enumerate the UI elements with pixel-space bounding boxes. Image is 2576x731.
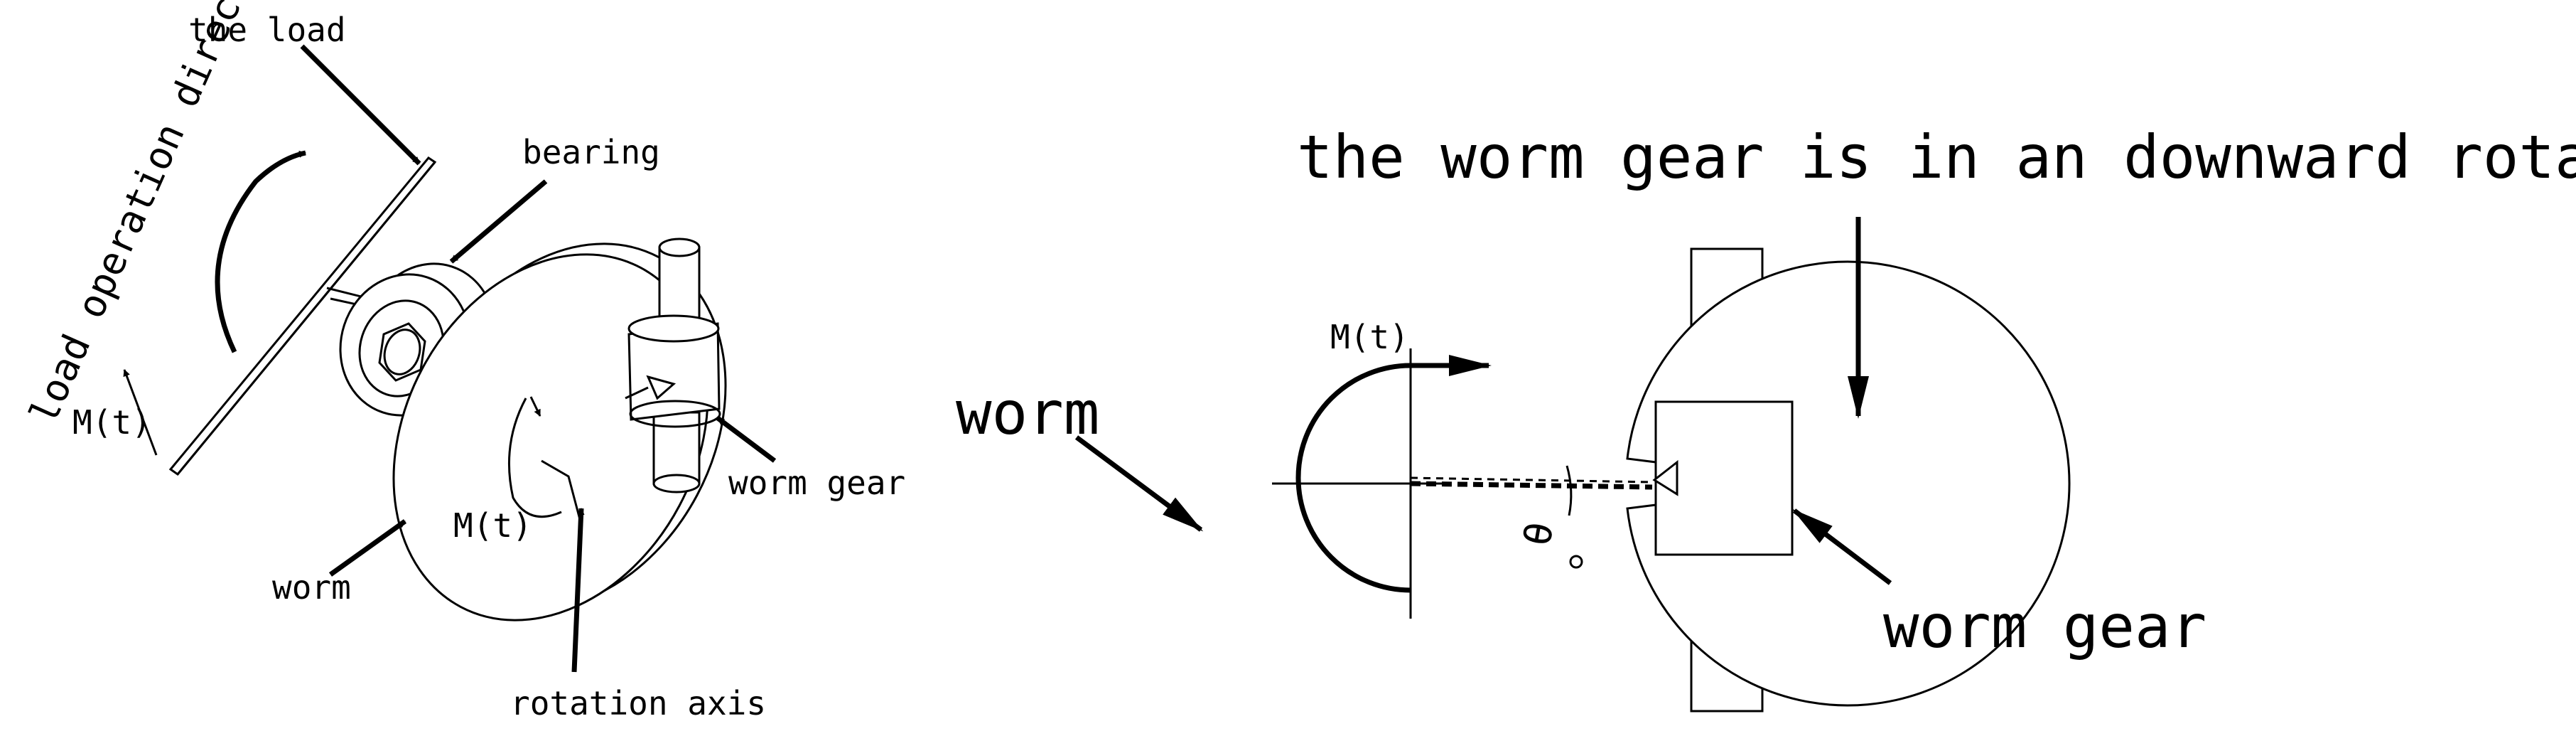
worm-gear-leader (716, 416, 777, 463)
label-title: the worm gear is in an downward rotation… (1297, 122, 2576, 192)
bearing (339, 262, 496, 417)
worm-circle (1626, 260, 2071, 707)
the-load-leader (300, 44, 421, 166)
label-worm-gear-right: worm gear (1883, 592, 2206, 661)
left-assembly: the load load operation direction bearin… (21, 0, 905, 722)
label-moment-worm: M(t) (453, 506, 532, 545)
rotation-axis-leader (571, 508, 585, 673)
label-moment-load: M(t) (72, 403, 151, 442)
label-rotation-axis: rotation axis (510, 684, 766, 722)
label-worm: worm (272, 568, 351, 607)
angle-arc (1565, 465, 1573, 516)
moment-arrow (1295, 355, 1492, 593)
label-the-load: the load (188, 11, 346, 49)
label-moment-right: M(t) (1330, 318, 1409, 356)
dashed-radius (1410, 481, 1653, 490)
label-bearing: bearing (522, 133, 660, 171)
worm-gear-leader-right (1791, 508, 1892, 585)
worm-disk (392, 242, 727, 621)
worm-gear-tooth (1652, 459, 1678, 496)
right-schematic: the worm gear is in an downward rotation… (956, 122, 2576, 713)
bearing-leader (449, 179, 548, 264)
label-load-direction: load operation direction (21, 0, 287, 430)
label-worm-gear: worm gear (728, 464, 905, 502)
load-moment-arrow (123, 369, 158, 456)
label-worm-right: worm (956, 378, 1099, 448)
worm-gear-3d (625, 238, 721, 493)
dashed-radius-2 (1410, 476, 1653, 484)
worm-leader (328, 519, 407, 577)
label-theta: θ (1514, 518, 1563, 549)
worm-leader-right (1074, 435, 1204, 532)
load-direction-arrow (215, 150, 306, 353)
degree-mark (1569, 555, 1583, 569)
load-plate (168, 156, 437, 476)
